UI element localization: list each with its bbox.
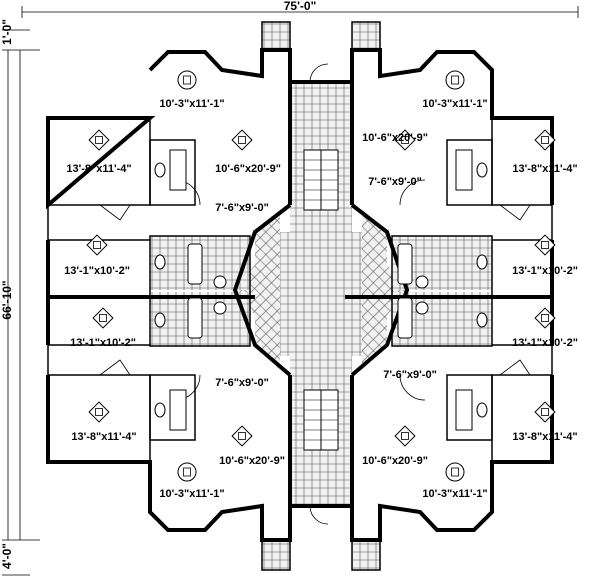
- room-label: 10'-6"x20'-9": [219, 455, 285, 467]
- overall-depth-label: 66'-10": [0, 280, 14, 319]
- sink-icon: [169, 149, 473, 431]
- room-label: 13'-1"x10'-2": [512, 337, 578, 349]
- bottom-offset-label: 4'-0": [0, 543, 14, 569]
- room-label: 10'-3"x11'-1": [159, 488, 224, 500]
- porches: [261, 21, 381, 571]
- bathtub-icon: [187, 243, 413, 339]
- room-label: 13'-8"x11'-4": [66, 163, 131, 175]
- room-label: 10'-3"x11'-1": [422, 98, 487, 110]
- room-label: 7'-6"x9'-0": [383, 369, 437, 381]
- room-label: 10'-3"x11'-1": [159, 98, 224, 110]
- room-label: 7'-6"x9'-0": [215, 202, 269, 214]
- room-label: 10'-6"x20'-9": [215, 163, 281, 175]
- top-offset-label: 1'-0": [0, 19, 14, 45]
- room-label: 10'-6"x20'-9": [362, 455, 428, 467]
- exterior-walls: [46, 48, 554, 542]
- room-label: 13'-8"x11'-4": [512, 163, 577, 175]
- overall-width-label: 75'-0": [284, 0, 317, 13]
- room-label: 13'-1"x10'-2": [64, 265, 130, 277]
- room-labels: 10'-3"x11'-1" 10'-3"x11'-1" 10'-6"x20'-9…: [64, 98, 578, 500]
- toilet-icon: [154, 162, 488, 418]
- room-label: 13'-8"x11'-4": [512, 431, 577, 443]
- room-label: 13'-1"x10'-2": [70, 337, 136, 349]
- room-label: 7'-6"x9'-0": [368, 176, 422, 188]
- room-label: 13'-1"x10'-2": [512, 265, 578, 277]
- interior-walls: [48, 82, 552, 506]
- stair-icon: [303, 149, 339, 451]
- room-label: 10'-6"x20'-9": [362, 132, 428, 144]
- room-label: 10'-3"x11'-1": [422, 488, 487, 500]
- room-label: 13'-8"x11'-4": [71, 431, 136, 443]
- room-label: 7'-6"x9'-0": [215, 377, 269, 389]
- dimension-lines: [2, 6, 579, 576]
